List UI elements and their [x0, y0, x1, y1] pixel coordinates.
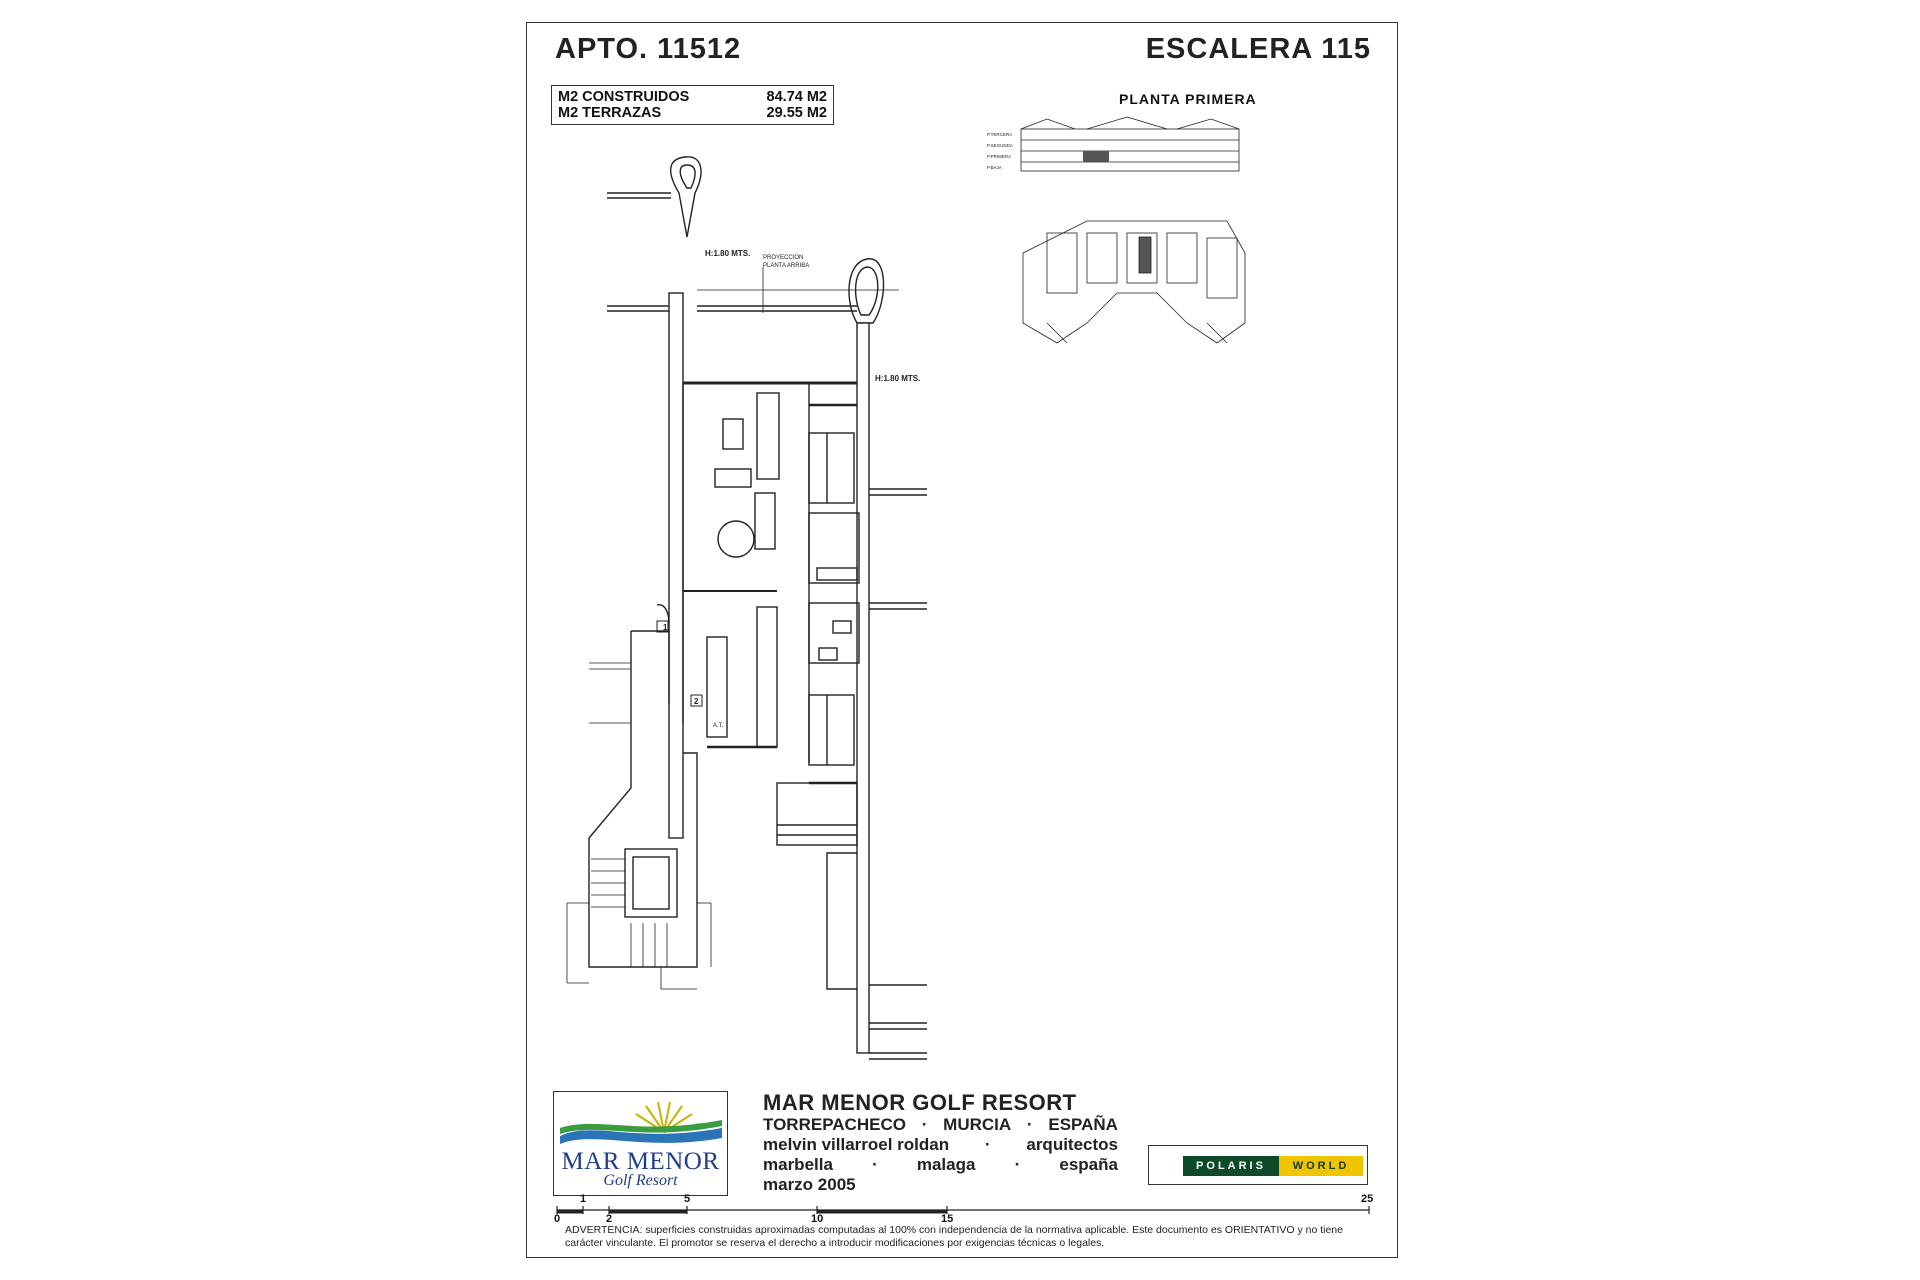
area-value: 29.55 M2 — [766, 105, 827, 121]
location-part: MURCIA — [943, 1115, 1012, 1134]
resort-architects: melvin villarroel roldan · arquitectos — [763, 1135, 1118, 1155]
elevation-label: P.TERCERA — [987, 132, 1012, 137]
scale-label: 1 — [580, 1193, 587, 1205]
office-part: españa — [1059, 1155, 1118, 1174]
floor-label: PLANTA PRIMERA — [1119, 91, 1257, 107]
scale-label: 25 — [1361, 1193, 1374, 1205]
office-part: malaga — [916, 1155, 976, 1174]
scale-label: 0 — [554, 1213, 561, 1225]
door-marker-2: 2 — [694, 697, 699, 706]
architect-name: melvin villarroel roldan — [763, 1135, 950, 1154]
architect-role: arquitectos — [1026, 1135, 1118, 1154]
separator: · — [872, 1155, 878, 1174]
mar-menor-logo: MAR MENOR Golf Resort — [553, 1091, 728, 1196]
brand-right: WORLD — [1279, 1156, 1363, 1176]
elevation-label: P.SEGUNDA — [987, 143, 1013, 148]
disclaimer-text: ADVERTENCIA: superficies construidas apr… — [565, 1224, 1343, 1249]
location-part: ESPAÑA — [1048, 1115, 1118, 1134]
office-part: marbella — [763, 1155, 833, 1174]
scale-label: 2 — [606, 1213, 613, 1225]
resort-info: MAR MENOR GOLF RESORT TORREPACHECO · MUR… — [763, 1091, 1118, 1195]
logo-subtitle: Golf Resort — [603, 1172, 678, 1189]
scale-label: 5 — [684, 1193, 691, 1205]
area-label: M2 CONSTRUIDOS — [558, 89, 690, 105]
separator: · — [1026, 1115, 1033, 1134]
area-row-terraces: M2 TERRAZAS 29.55 M2 — [558, 105, 827, 122]
apartment-title: APTO. 11512 — [555, 33, 742, 65]
location-part: TORREPACHECO — [763, 1115, 906, 1134]
scale-label: 15 — [941, 1213, 954, 1225]
projection-label-2: PLANTA ARRIBA — [763, 263, 809, 269]
elevation-label: P.PRIMERA — [987, 154, 1011, 159]
plan-sheet: APTO. 11512 ESCALERA 115 M2 CONSTRUIDOS … — [526, 22, 1398, 1258]
sunrise-wave-icon — [560, 1101, 722, 1144]
area-value: 84.74 M2 — [766, 89, 827, 105]
kitchen-tag: A.T. — [713, 723, 724, 729]
resort-date: marzo 2005 — [763, 1175, 856, 1194]
elevation-label: P.BAJA — [987, 165, 1002, 170]
area-label: M2 TERRAZAS — [558, 105, 662, 121]
separator: · — [1014, 1155, 1021, 1174]
brand-left: POLARIS — [1183, 1156, 1279, 1176]
floor-plan-drawing: H:1.80 MTS. H:1.80 MTS. 1 2 PROYECCION P… — [566, 116, 1246, 1060]
projection-label-1: PROYECCION — [763, 255, 803, 261]
logo-name: MAR MENOR — [561, 1148, 720, 1175]
separator: · — [984, 1135, 991, 1154]
area-row-built: M2 CONSTRUIDOS 84.74 M2 — [558, 89, 827, 106]
separator: · — [921, 1115, 928, 1134]
scale-label: 10 — [811, 1213, 824, 1225]
door-marker-1: 1 — [663, 623, 668, 632]
resort-location: TORREPACHECO · MURCIA · ESPAÑA — [763, 1115, 1118, 1135]
site-plan-thumbnail — [1022, 220, 1246, 344]
area-table: M2 CONSTRUIDOS 84.74 M2 M2 TERRAZAS 29.5… — [551, 85, 834, 125]
height-label-2: H:1.80 MTS. — [875, 374, 920, 383]
resort-title: MAR MENOR GOLF RESORT — [763, 1090, 1077, 1115]
height-label-1: H:1.80 MTS. — [705, 249, 750, 258]
scale-bar: 1 5 25 0 2 10 15 — [527, 1193, 1399, 1235]
polaris-world-logo: POLARIS WORLD — [1148, 1145, 1368, 1185]
scale-bar-line — [556, 1206, 1370, 1214]
resort-office: marbella · malaga · españa — [763, 1155, 1118, 1175]
staircase-title: ESCALERA 115 — [1145, 33, 1371, 65]
building-elevation-thumbnail: P.TERCERA P.SEGUNDA P.PRIMERA P.BAJA — [987, 116, 1240, 172]
